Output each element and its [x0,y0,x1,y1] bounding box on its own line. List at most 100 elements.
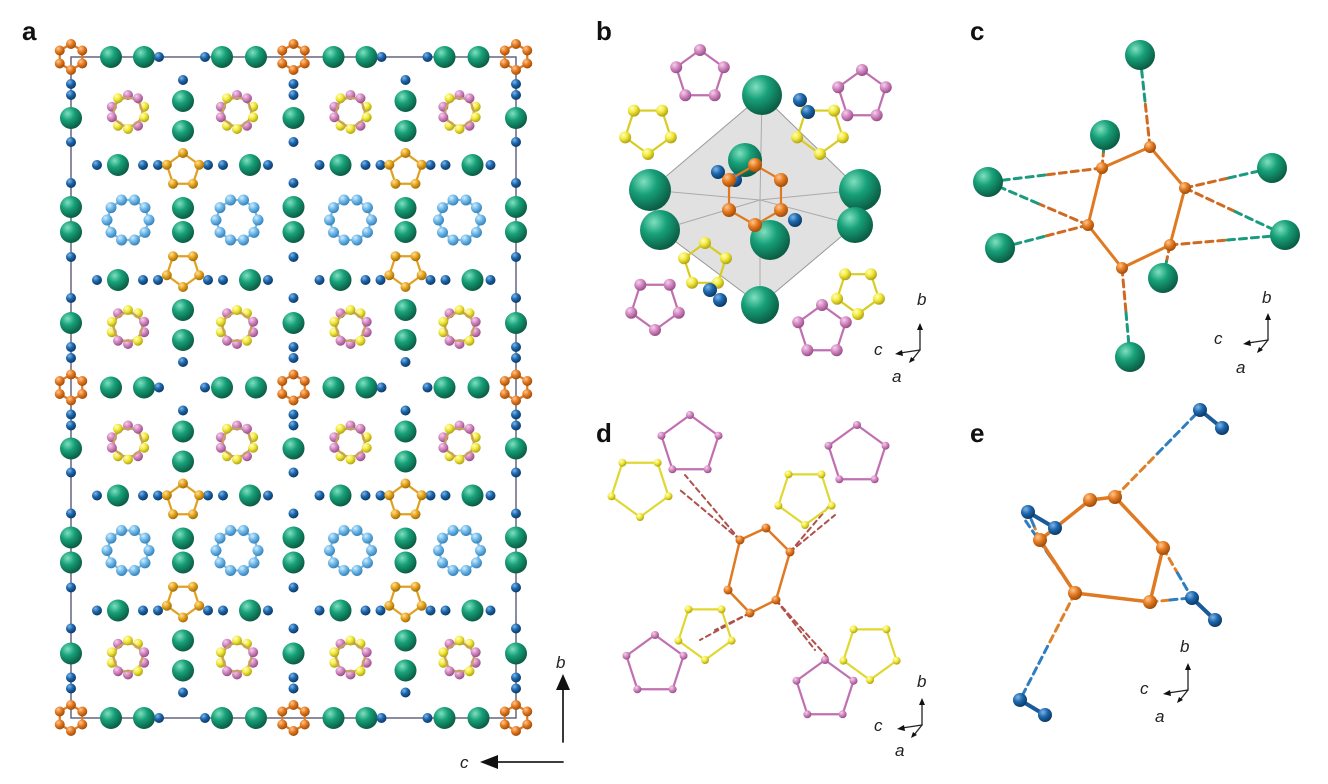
blue-atom [92,160,102,170]
green-atom [282,642,305,665]
orange-atom [54,706,65,717]
green-atom [394,197,417,219]
green-atom [239,484,261,507]
green-atom [1125,40,1155,70]
ring [106,635,150,677]
lblue-atom [237,564,249,576]
green-atom [211,376,233,399]
gold-atom [178,148,188,158]
blue-atom [360,160,371,170]
lblue-atom [237,525,249,537]
orange-atom [499,719,510,730]
green-atom [394,329,417,351]
pink-atom [792,316,805,329]
ring [329,423,372,465]
bond [653,633,685,657]
yellow-atom [454,454,465,465]
lblue-atom [351,564,363,576]
orange-atom [277,376,288,386]
pink-atom [241,423,252,434]
pink-atom [335,335,346,346]
blue-atom [360,275,371,285]
yellow-atom [123,124,133,134]
pink-atom [694,44,706,56]
yellow-atom [454,635,465,646]
blue-atom [218,275,228,285]
green-atom [60,551,82,574]
pink-atom [679,89,692,102]
yellow-atom [882,625,891,634]
green-atom [394,527,417,550]
pink-atom [625,306,638,319]
contact-line [684,474,741,541]
gold-atom [187,581,198,592]
orange-atom [761,523,771,533]
pink-atom [361,316,372,327]
pink-atom [839,316,852,329]
gold-atom [178,282,188,292]
bond [1086,223,1124,270]
blue-atom [288,467,299,478]
blue-atom [200,382,210,393]
yellow-atom [817,470,826,479]
bond [842,659,872,682]
gold-atom [161,159,172,170]
pink-atom [663,278,676,291]
bond [795,679,809,716]
pink-atom [329,112,340,123]
pink-atom [668,685,677,694]
contact-line [1233,210,1287,237]
lblue-atom [328,557,340,569]
orange-atom [748,158,762,172]
orange-atom [277,389,288,399]
green-atom [245,707,267,729]
ring [722,158,788,232]
lblue-atom [225,194,237,206]
green-atom [172,527,194,550]
green-atom [505,107,527,129]
pink-atom [657,431,666,440]
gold-atom [416,490,427,501]
yellow-atom [132,666,143,677]
yellow-atom [701,656,709,664]
green-atom [100,707,122,729]
pink-atom [670,61,683,74]
axis-label-b-d: b [917,672,926,691]
bond [1247,339,1269,344]
pink-atom [792,676,801,685]
lblue-atom [437,202,449,214]
blue-atom [1048,521,1062,535]
pink-atom [355,423,366,434]
bond [803,504,833,527]
blue-atom [511,79,521,89]
ring [329,635,372,677]
contact-line [1036,202,1090,227]
green-atom [394,629,417,652]
lblue-atom [101,214,113,226]
green-atom [282,551,305,574]
blue-atom [485,490,496,501]
bond [706,434,720,471]
gold-atom [161,490,172,501]
blue-atom [203,160,213,170]
green-atom [60,196,82,218]
axis-label-a-b: a [892,367,901,386]
axis-label-c-b: c [874,340,883,359]
ring [792,299,852,357]
orange-atom [522,719,533,730]
lblue-atom [139,557,151,569]
pink-atom [881,441,890,450]
yellow-atom [464,666,475,677]
orange-atom [77,45,88,56]
orange-atom [511,39,521,49]
blue-atom [400,75,411,85]
pink-atom [651,631,659,639]
pink-atom [714,431,723,440]
lblue-atom [128,564,140,576]
lblue-atom [328,202,340,214]
ring [384,478,427,520]
lblue-atom [128,525,140,537]
lblue-atom [475,545,486,556]
blue-atom [376,713,387,723]
green-atom [433,46,456,68]
